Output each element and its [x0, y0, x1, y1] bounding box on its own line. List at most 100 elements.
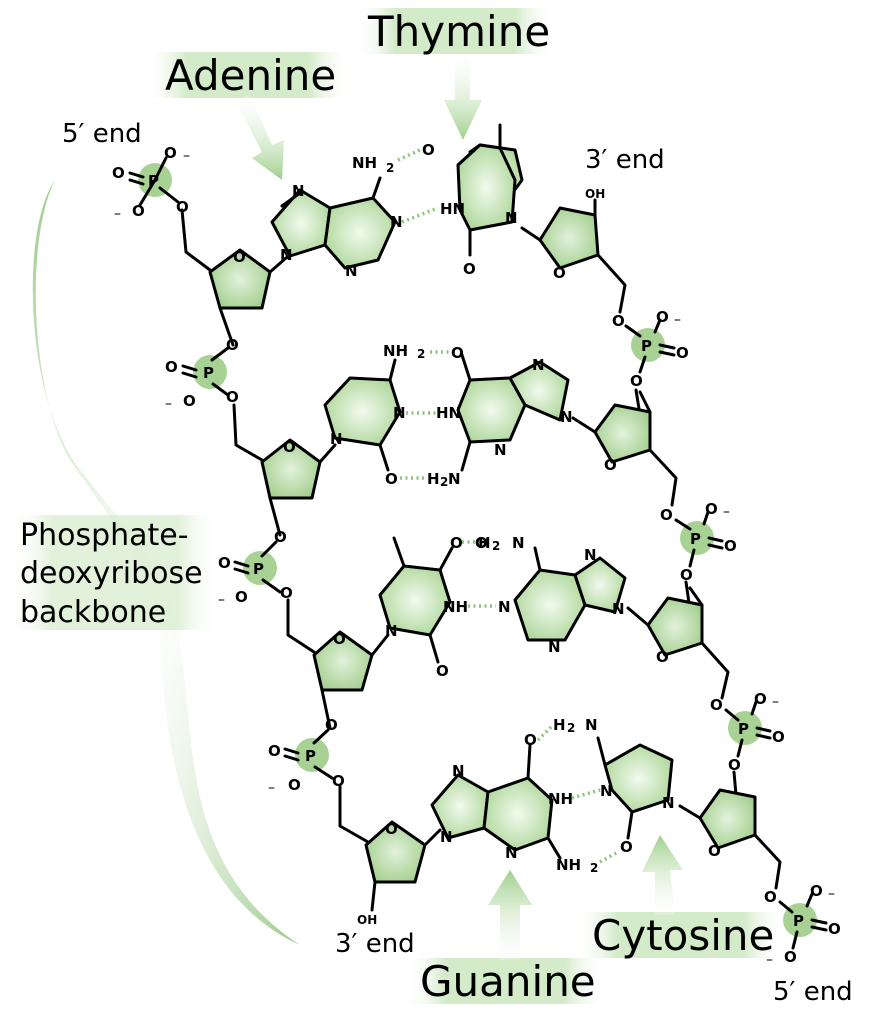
- svg-text:O: O: [450, 534, 463, 552]
- guanine-label: Guanine: [420, 957, 596, 1006]
- cytosine-arrow: [642, 835, 683, 915]
- svg-text:O: O: [660, 506, 673, 524]
- svg-text:–: –: [183, 148, 190, 164]
- svg-text:N: N: [390, 213, 403, 231]
- guanine-label-bg: [405, 958, 605, 1004]
- svg-text:O: O: [463, 260, 476, 278]
- svg-text:–: –: [268, 780, 275, 796]
- svg-text:–: –: [723, 504, 730, 520]
- svg-text:H: H: [478, 534, 491, 552]
- five-prime-end-bottom-right: 5′ end: [773, 977, 853, 1007]
- svg-text:O: O: [784, 948, 797, 966]
- svg-text:–: –: [828, 886, 835, 902]
- svg-text:N: N: [498, 598, 511, 616]
- deoxyribose-sugar: O OH: [520, 187, 627, 314]
- svg-text:O: O: [333, 630, 346, 648]
- backbone-label-bg: [10, 515, 220, 630]
- svg-text:O: O: [772, 728, 785, 746]
- adenine-base: N N N N NH 2: [270, 154, 403, 280]
- svg-text:O: O: [436, 662, 449, 680]
- cytosine-label-bg: [575, 912, 785, 958]
- svg-text:P: P: [793, 912, 804, 930]
- svg-text:–: –: [772, 694, 779, 710]
- svg-text:O: O: [164, 144, 177, 162]
- backbone-label-line3: backbone: [20, 595, 166, 630]
- svg-text:O: O: [218, 554, 231, 572]
- svg-text:O: O: [176, 198, 189, 216]
- three-prime-end-top-right: 3′ end: [585, 145, 665, 175]
- svg-text:N: N: [612, 600, 625, 618]
- svg-text:NH: NH: [556, 856, 581, 874]
- svg-text:O: O: [680, 566, 693, 584]
- svg-text:O: O: [112, 164, 125, 182]
- svg-text:O: O: [385, 820, 398, 838]
- svg-text:2: 2: [590, 861, 598, 875]
- hydrogen-bonds: [397, 148, 619, 864]
- thymine-label-bg: [355, 8, 555, 54]
- svg-text:N: N: [448, 470, 461, 488]
- svg-text:O: O: [764, 888, 777, 906]
- svg-text:N: N: [440, 828, 453, 846]
- svg-text:H: H: [553, 716, 566, 734]
- guanine-arrow: [488, 870, 532, 960]
- svg-text:–: –: [114, 206, 121, 222]
- svg-text:N: N: [330, 430, 343, 448]
- svg-text:N: N: [505, 844, 518, 862]
- svg-text:N: N: [600, 782, 613, 800]
- svg-text:O: O: [810, 882, 823, 900]
- svg-text:N: N: [385, 622, 398, 640]
- cytosine-base: H 2 N N N O: [553, 716, 675, 856]
- svg-text:N: N: [548, 638, 561, 656]
- deoxyribose-sugar: O: [312, 630, 390, 730]
- svg-text:O: O: [132, 202, 145, 220]
- svg-text:O: O: [604, 456, 617, 474]
- deoxyribose-sugar: O: [208, 248, 288, 347]
- svg-text:O: O: [724, 537, 737, 555]
- svg-text:O: O: [705, 500, 718, 518]
- svg-text:O: O: [630, 372, 643, 390]
- svg-text:O: O: [385, 470, 398, 488]
- svg-text:O: O: [451, 344, 464, 362]
- cytosine-label: Cytosine: [592, 911, 774, 960]
- svg-text:2: 2: [417, 347, 425, 361]
- svg-text:P: P: [690, 530, 701, 548]
- svg-text:NH: NH: [443, 598, 468, 616]
- svg-text:2: 2: [492, 539, 500, 553]
- svg-text:O: O: [728, 756, 741, 774]
- svg-text:N: N: [512, 534, 525, 552]
- cytosine-base: N N NH 2 O: [323, 342, 425, 488]
- svg-text:2: 2: [440, 475, 448, 489]
- svg-text:O: O: [274, 528, 287, 546]
- three-prime-end-bottom-left: 3′ end: [335, 929, 415, 959]
- svg-text:P: P: [738, 720, 749, 738]
- svg-text:2: 2: [567, 721, 575, 735]
- svg-text:–: –: [165, 396, 172, 412]
- svg-text:O: O: [165, 358, 178, 376]
- svg-text:NH: NH: [548, 790, 573, 808]
- svg-text:O: O: [828, 920, 841, 938]
- phosphate-group: O P O – O O: [660, 500, 737, 614]
- svg-text:NH: NH: [352, 154, 377, 172]
- svg-text:–: –: [766, 952, 773, 968]
- thymine-arrow: [444, 55, 482, 140]
- adenine-base: O H 2 N N N N N: [475, 534, 627, 656]
- svg-text:N: N: [345, 262, 358, 280]
- thymine-label: Thymine: [367, 7, 550, 56]
- thymine-base: N NH O O: [378, 534, 468, 680]
- adenine-label-bg: [145, 52, 350, 98]
- svg-text:N: N: [505, 209, 518, 227]
- svg-text:–: –: [674, 312, 681, 328]
- svg-text:O: O: [280, 584, 293, 602]
- svg-text:O: O: [754, 690, 767, 708]
- svg-text:H: H: [427, 470, 440, 488]
- phosphate-group: P O O O – O: [218, 528, 316, 654]
- svg-text:O: O: [475, 534, 488, 552]
- svg-text:O: O: [708, 842, 721, 860]
- svg-text:O: O: [656, 648, 669, 666]
- thymine-base: O HN N O: [422, 123, 524, 278]
- deoxyribose-sugar: O: [626, 586, 730, 700]
- svg-text:P: P: [148, 172, 159, 190]
- svg-text:O: O: [612, 312, 625, 330]
- deoxyribose-sugar: O: [571, 390, 678, 507]
